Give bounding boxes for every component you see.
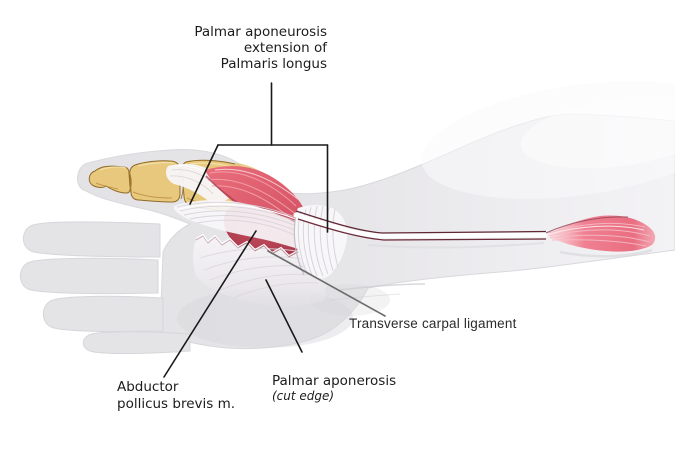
leader-abductor xyxy=(163,230,257,378)
palmaris-longus-tendon xyxy=(293,210,548,241)
label-cut-edge-note: (cut edge) xyxy=(272,389,335,403)
label-palmar-aponeurosis-extension: Palmar aponeurosis extension of Palmaris… xyxy=(194,24,327,72)
finger-index xyxy=(22,221,161,258)
label-abductor-pollicus-brevis: Abductor pollicus brevis m. xyxy=(117,379,236,412)
finger-little xyxy=(82,331,191,355)
palmar-aponeurosis-cut-fan xyxy=(193,233,326,307)
label-palmar-aponerosis-text: Palmar aponerosis xyxy=(272,373,397,389)
leader-cut-edge xyxy=(265,279,303,353)
label-palmar-aponerosis: Palmar aponerosis (cut edge) xyxy=(272,357,396,419)
label-bracket xyxy=(189,82,329,233)
label-transverse-carpal-ligament: Transverse carpal ligament xyxy=(349,316,517,331)
cut-fan-body xyxy=(193,236,326,307)
leader-transverse xyxy=(267,250,386,317)
palmaris-longus-muscle-belly xyxy=(545,215,656,258)
fingers xyxy=(19,221,191,355)
finger-ring xyxy=(42,295,164,333)
bracket-left-pointer-line xyxy=(189,144,219,205)
shading xyxy=(177,81,675,348)
finger-middle xyxy=(19,257,159,295)
